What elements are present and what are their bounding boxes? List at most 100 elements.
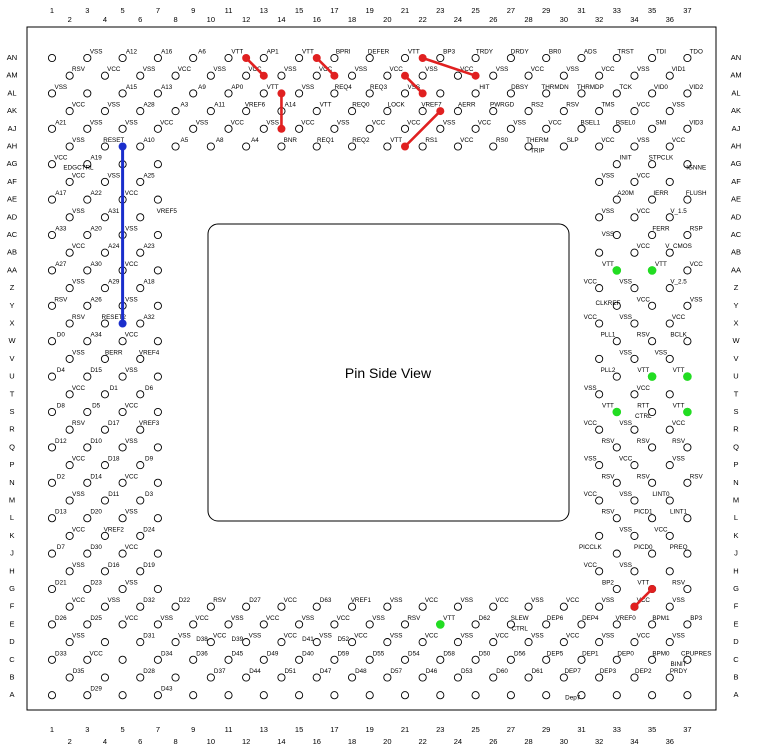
column-number: 8 xyxy=(173,15,177,24)
pin-hole xyxy=(489,638,498,647)
pin-hole xyxy=(612,549,621,558)
pin-label: VSS xyxy=(619,562,632,569)
pin-hole xyxy=(83,584,92,594)
pin-hole xyxy=(259,620,268,629)
pin-hole xyxy=(347,107,357,116)
pin-label: TRST xyxy=(617,49,634,56)
row-letter: AA xyxy=(731,265,741,274)
pin-label: VTT xyxy=(320,102,332,109)
pin-label: D31 xyxy=(143,633,155,640)
pin-hole xyxy=(83,691,92,700)
pin-label: VCC xyxy=(89,650,103,657)
pin-hole xyxy=(153,53,162,63)
pin-hole xyxy=(100,248,109,257)
pin-hole xyxy=(559,673,568,682)
pin-label: D34 xyxy=(161,650,173,657)
row-letter: AH xyxy=(731,142,741,151)
row-letter: AF xyxy=(7,177,17,186)
pin-hole xyxy=(189,124,198,133)
pin-label: VCC xyxy=(125,332,139,339)
pin-label: RSV xyxy=(72,314,86,321)
pin-label: LOCK xyxy=(388,102,406,109)
pin-hole xyxy=(330,53,339,63)
column-number: 22 xyxy=(418,15,426,24)
pin-hole xyxy=(595,673,604,682)
pin-hole xyxy=(630,354,639,363)
column-number: 14 xyxy=(277,737,285,746)
pin-hole xyxy=(453,142,463,151)
column-number: 1 xyxy=(50,6,54,15)
pin-hole xyxy=(665,107,674,116)
pin-hole xyxy=(259,655,268,664)
row-letter: AG xyxy=(7,159,18,168)
pin-hole xyxy=(630,177,639,186)
pin-label: A20M xyxy=(617,190,633,197)
pin-label: DEP1 xyxy=(582,650,599,657)
pin-label: VSS xyxy=(531,597,544,604)
pin-hole xyxy=(206,638,215,647)
pin-label: VCC xyxy=(495,633,509,640)
pin-label: VCC xyxy=(495,597,509,604)
pin-label: A32 xyxy=(143,314,155,321)
pin-hole xyxy=(542,620,551,629)
pin-label: A16 xyxy=(161,49,173,56)
pin-label: TRIP xyxy=(530,148,544,155)
row-letter: Q xyxy=(733,442,739,451)
row-letter: T xyxy=(10,389,15,398)
pin-hole xyxy=(683,301,692,310)
pin-hole xyxy=(612,514,621,523)
pin-hole xyxy=(153,195,162,204)
pin-hole xyxy=(136,461,145,470)
pin-label: AERR xyxy=(458,102,476,109)
row-letter: K xyxy=(9,531,14,540)
pin-hole xyxy=(189,89,198,98)
pin-label: D29 xyxy=(90,686,102,693)
pin-label: VTT xyxy=(390,137,402,144)
pin-hole xyxy=(559,107,568,116)
pin-hole xyxy=(118,514,127,523)
pin-label: VTT xyxy=(267,84,279,91)
pin-hole xyxy=(577,53,586,63)
pin-hole xyxy=(648,89,657,98)
pin-label: A34 xyxy=(91,332,103,339)
pin-hole xyxy=(118,53,127,63)
row-letter: J xyxy=(734,549,738,558)
row-letters-left: ANAMALAKAJAHAGAFAEADACABAAZYXWVUTSRQPNML… xyxy=(6,53,17,699)
pin-label: VSS xyxy=(107,172,120,179)
pin-hole xyxy=(206,602,215,611)
pin-hole xyxy=(330,691,339,700)
pin-label: VSS xyxy=(72,633,85,640)
row-letter: Y xyxy=(733,301,738,310)
row-letter: G xyxy=(9,584,15,593)
pin-hole xyxy=(648,514,657,523)
pin-hole xyxy=(524,638,533,647)
pin-connections xyxy=(118,54,692,629)
pin-label: STPCLK xyxy=(649,155,674,162)
pin-hole xyxy=(153,124,162,133)
pin-hole xyxy=(612,584,621,594)
pin-hole xyxy=(47,195,57,204)
pin-hole xyxy=(524,71,533,80)
pin-hole xyxy=(224,53,233,63)
pin-hole xyxy=(683,443,692,452)
pin-hole xyxy=(47,443,57,452)
pin-hole xyxy=(471,691,480,700)
pin-hole xyxy=(242,602,251,611)
pin-hole xyxy=(153,337,162,346)
pin-label: VSS xyxy=(672,597,685,604)
pin-label: D23 xyxy=(90,580,102,587)
pin-hole xyxy=(47,160,57,169)
pin-hole xyxy=(189,620,198,629)
pin-label: FERR xyxy=(652,226,670,233)
column-number: 30 xyxy=(560,15,568,24)
pin-hole xyxy=(295,620,304,629)
pin-hole xyxy=(171,602,180,611)
pin-label: D49 xyxy=(267,650,279,657)
pin-hole xyxy=(136,107,145,116)
pin-label: D48 xyxy=(355,668,367,675)
row-letter: E xyxy=(733,619,738,628)
pin-label: V_2.5 xyxy=(670,279,687,286)
pin-label: VSS xyxy=(72,349,85,356)
pin-hole xyxy=(259,89,268,98)
column-number: 1 xyxy=(50,725,54,734)
